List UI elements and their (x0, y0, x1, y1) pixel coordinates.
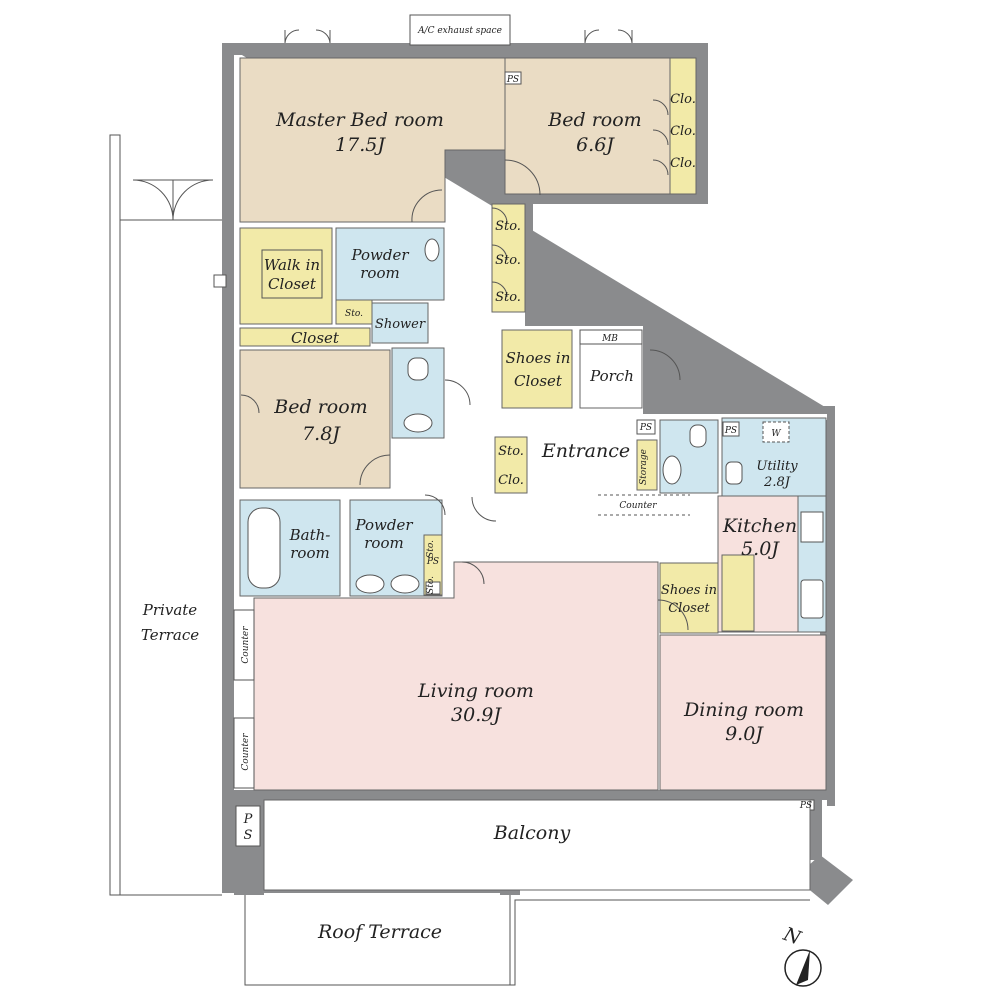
private-terrace-area (109, 134, 222, 896)
balcony-p-label: P (243, 812, 253, 827)
bedroom-3-size: 7.8J (302, 423, 341, 445)
counter-label-entrance: Counter (619, 501, 657, 511)
entrance-label: Entrance (541, 440, 630, 462)
doors (132, 29, 690, 631)
roof-terrace-area (222, 890, 810, 986)
bedroom-2 (504, 57, 678, 195)
powder-room-lower-line2: room (364, 534, 403, 552)
roof-terrace-label: Roof Terrace (317, 921, 442, 943)
shoes-closet-lower (659, 562, 719, 634)
north-label: N (780, 923, 805, 950)
mb-label: MB (601, 334, 618, 344)
labels: A/C exhaust space Master Bed room 17.5J … (141, 26, 812, 943)
master-bedroom-name: Master Bed room (275, 109, 444, 131)
kitchen-size: 5.0J (741, 538, 780, 560)
living-room-name: Living room (417, 680, 534, 702)
counter-label-lower: Counter (241, 733, 251, 771)
ps-label-top: PS (506, 75, 519, 85)
powder-room-upper-line1: Powder (350, 246, 409, 264)
shoes-closet-lower-line2: Closet (668, 601, 710, 616)
north-arrow-icon: N (780, 923, 822, 987)
shoes-closet-lower-line1: Shoes in (661, 583, 717, 598)
storage-label-powder-2: Sto. (426, 576, 436, 594)
fixtures (213, 238, 824, 619)
washer-label: W (771, 429, 781, 439)
dining-room (659, 634, 827, 791)
ps-label-entrance: PS (639, 423, 652, 433)
utility-size: 2.8J (763, 475, 791, 490)
balcony-s-label: S (244, 828, 253, 843)
balcony (263, 799, 811, 891)
bathroom-line1: Bath- (289, 526, 331, 544)
corridor-storage (491, 203, 526, 313)
powder-room-upper (335, 227, 445, 301)
bedroom-3 (239, 349, 391, 489)
ps-label-utility: PS (724, 426, 737, 436)
closet-label-1: Clo. (670, 92, 696, 107)
closet-strip-label: Closet (291, 329, 340, 347)
closet-label-entrance: Clo. (498, 473, 524, 488)
bathroom-line2: room (290, 544, 329, 562)
shower-label: Shower (375, 317, 426, 332)
living-room-size: 30.9J (451, 704, 502, 726)
entrance-storage (494, 436, 528, 494)
bedroom-2-name: Bed room (547, 109, 641, 131)
shoes-closet-upper-line2: Closet (514, 372, 563, 390)
storage-label-walkin: Sto. (345, 309, 363, 319)
kitchen-name: Kitchen (722, 515, 797, 537)
storage-label-powder-1: Sto. (426, 540, 436, 558)
storage-label-entrance: Sto. (498, 444, 524, 459)
storage-label-2: Sto. (495, 253, 521, 268)
bedroom-2-size: 6.6J (576, 134, 615, 156)
rooms (233, 14, 827, 891)
counter-label-upper: Counter (241, 626, 251, 664)
storage-label-3: Sto. (495, 290, 521, 305)
storage-vertical-label: Storage (639, 449, 649, 485)
shoes-closet-upper-line1: Shoes in (506, 349, 571, 367)
utility-name: Utility (756, 459, 798, 474)
walk-in-closet-line1: Walk in (264, 256, 320, 274)
closet-label-2: Clo. (670, 124, 696, 139)
shower (371, 302, 429, 344)
walk-in-closet-line2: Closet (268, 275, 317, 293)
bedroom-2-closets (669, 57, 697, 195)
dining-room-size: 9.0J (725, 723, 764, 745)
private-terrace-line2: Terrace (141, 626, 199, 644)
shoes-closet-upper (501, 329, 573, 409)
ps-label-powder: PS (426, 557, 439, 567)
private-terrace-line1: Private (142, 601, 198, 619)
dining-room-name: Dining room (683, 699, 804, 721)
storage-label-1: Sto. (495, 219, 521, 234)
closet-label-3: Clo. (670, 156, 696, 171)
living-room (253, 561, 659, 791)
powder-room-lower-line1: Powder (354, 516, 413, 534)
balcony-label: Balcony (493, 822, 571, 844)
porch-label: Porch (589, 367, 634, 385)
closet-strip (239, 327, 371, 347)
powder-room-upper-line2: room (360, 264, 399, 282)
ps-label-balcony: PS (799, 801, 812, 811)
ac-exhaust-label: A/C exhaust space (417, 26, 502, 36)
bedroom-3-name: Bed room (273, 396, 367, 418)
master-bedroom-size: 17.5J (335, 134, 386, 156)
